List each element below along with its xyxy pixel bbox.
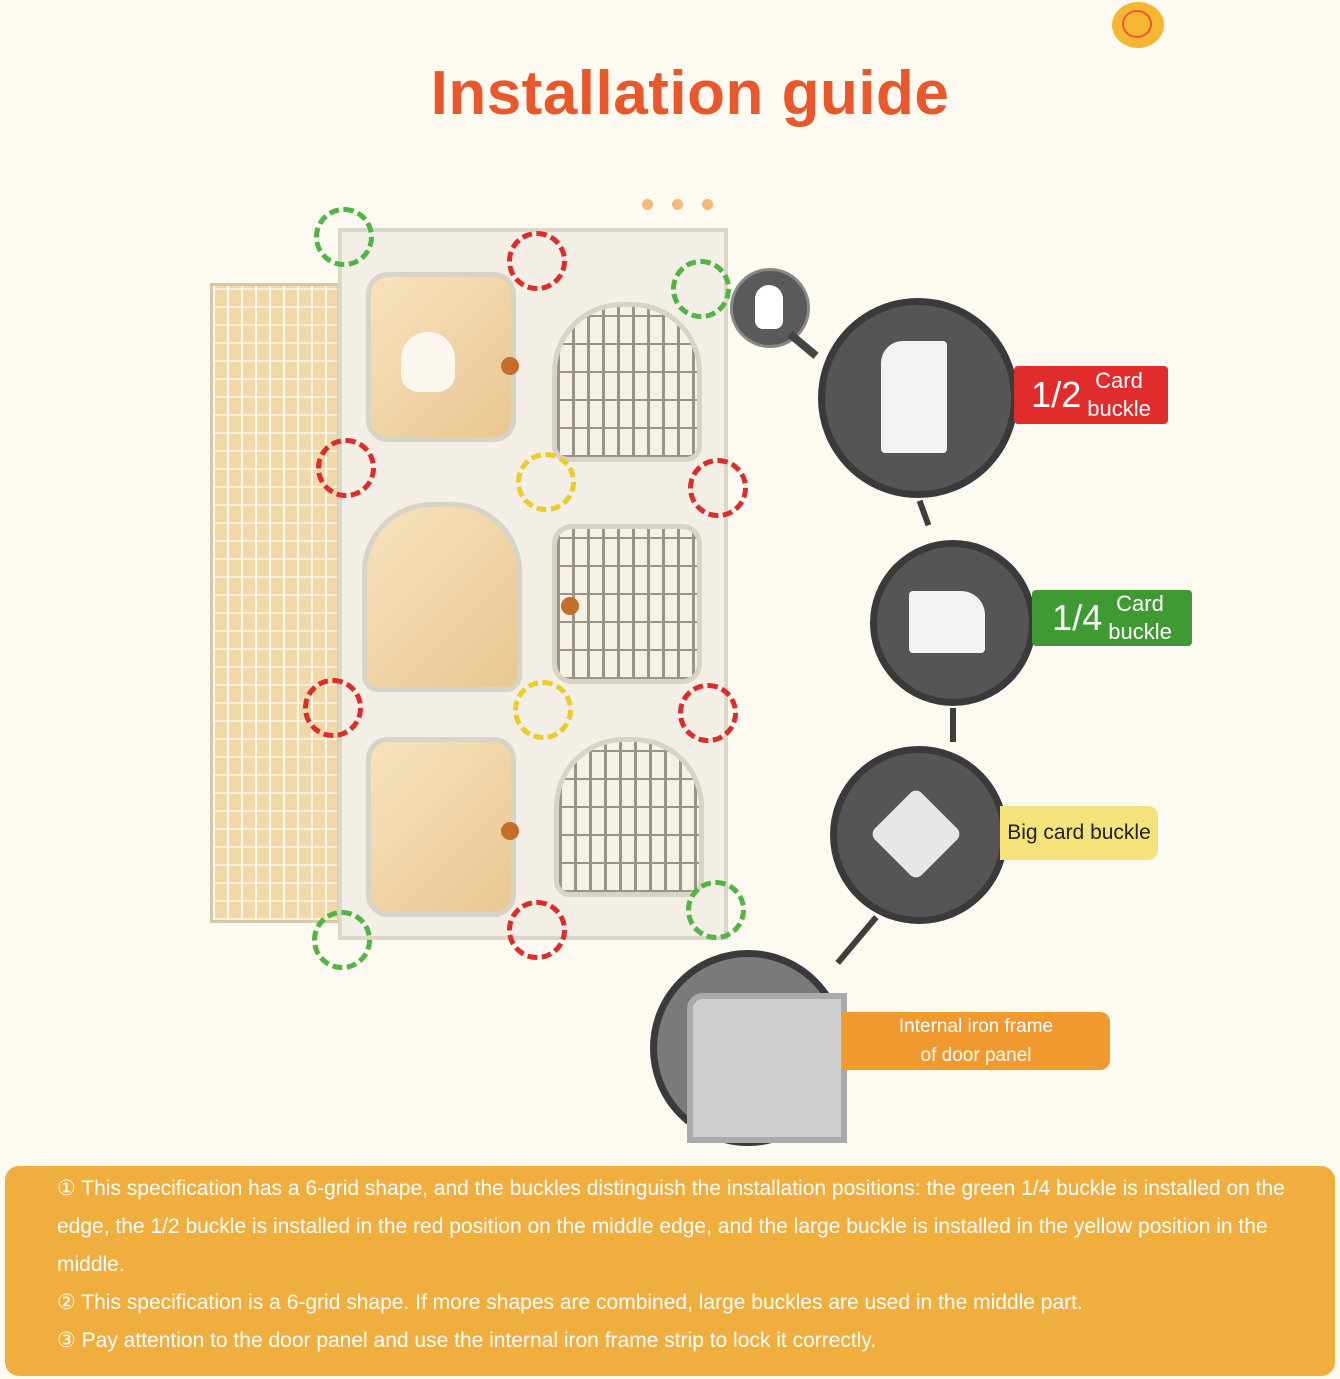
iron-frame-icon bbox=[687, 993, 847, 1143]
red-marker bbox=[507, 231, 567, 291]
half-buckle-detail bbox=[818, 298, 1018, 498]
carousel-dots bbox=[640, 199, 720, 213]
green-marker bbox=[312, 910, 372, 970]
green-marker bbox=[314, 207, 374, 267]
cell-middle-left-window bbox=[362, 502, 522, 692]
cat-figure bbox=[401, 332, 455, 392]
instruction-1: ① This specification has a 6-grid shape,… bbox=[57, 1177, 1285, 1276]
cell-top-right-grid bbox=[552, 302, 702, 462]
iron-frame-label: Internal iron frame of door panel bbox=[842, 1012, 1110, 1070]
big-buckle-label: Big card buckle bbox=[1000, 806, 1158, 860]
quarter-buckle-label: 1/4 Card buckle bbox=[1032, 590, 1192, 646]
quarter-buckle-detail bbox=[870, 540, 1036, 706]
instruction-3: ③ Pay attention to the door panel and us… bbox=[57, 1329, 877, 1352]
instructions-box: ① This specification has a 6-grid shape,… bbox=[5, 1166, 1335, 1376]
iron-frame-detail bbox=[650, 950, 847, 1146]
cell-bottom-right-grid bbox=[554, 737, 704, 897]
magnifier-cat-icon bbox=[730, 268, 810, 348]
big-buckle-icon bbox=[869, 787, 963, 881]
cabinet-front bbox=[338, 228, 728, 940]
cabinet-side-grid bbox=[210, 283, 340, 923]
cell-bottom-left-window bbox=[366, 737, 519, 917]
cat-cabinet-image bbox=[210, 228, 730, 940]
green-marker bbox=[671, 259, 731, 319]
red-marker bbox=[303, 678, 363, 738]
yellow-marker bbox=[516, 452, 576, 512]
big-buckle-detail bbox=[830, 746, 1008, 924]
half-buckle-icon bbox=[881, 341, 947, 453]
page-title: Installation guide bbox=[430, 59, 950, 128]
brand-logo-icon bbox=[1112, 2, 1164, 48]
red-marker bbox=[316, 438, 376, 498]
red-marker bbox=[688, 458, 748, 518]
red-marker bbox=[678, 683, 738, 743]
yellow-marker bbox=[513, 680, 573, 740]
half-buckle-label: 1/2 Card buckle bbox=[1014, 366, 1168, 424]
green-marker bbox=[686, 880, 746, 940]
instruction-2: ② This specification is a 6-grid shape. … bbox=[57, 1291, 1083, 1314]
quarter-buckle-icon bbox=[909, 591, 985, 653]
red-marker bbox=[507, 900, 567, 960]
cell-middle-right-grid bbox=[552, 524, 702, 684]
cell-top-left-window bbox=[366, 272, 519, 442]
